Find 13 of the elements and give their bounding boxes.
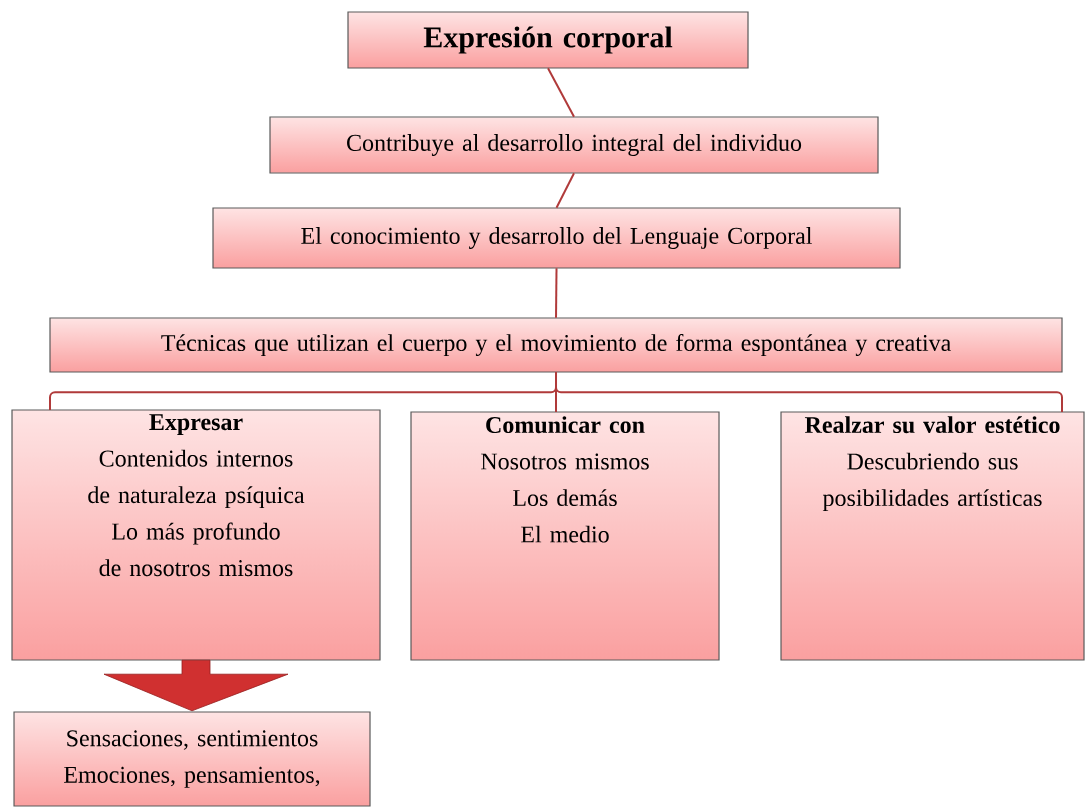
connector — [555, 267, 558, 319]
box: Comunicar con Nosotros mismos Los demás El medio — [410, 411, 720, 661]
connector — [555, 172, 575, 209]
connector — [547, 67, 575, 118]
block-arrow — [103, 659, 289, 712]
box: Expresar Contenidos internos de naturaleza psíquica Lo más profundo de nosotros mismos — [11, 409, 381, 661]
bracket-connector — [555, 371, 1063, 413]
box: El conocimiento y desarrollo del Lenguaje Corporal — [212, 207, 901, 269]
box: Técnicas que utilizan el cuerpo y el movimiento de forma espontánea y creativa — [49, 317, 1063, 373]
box: Contribuye al desarrollo integral del individuo — [269, 116, 879, 174]
box: Sensaciones, sentimientos Emociones, pensamientos, — [13, 711, 371, 807]
box: Realzar su valor estético Descubriendo sus posibilidades artísticas — [780, 411, 1085, 661]
box: Expresión corporal — [347, 11, 749, 69]
